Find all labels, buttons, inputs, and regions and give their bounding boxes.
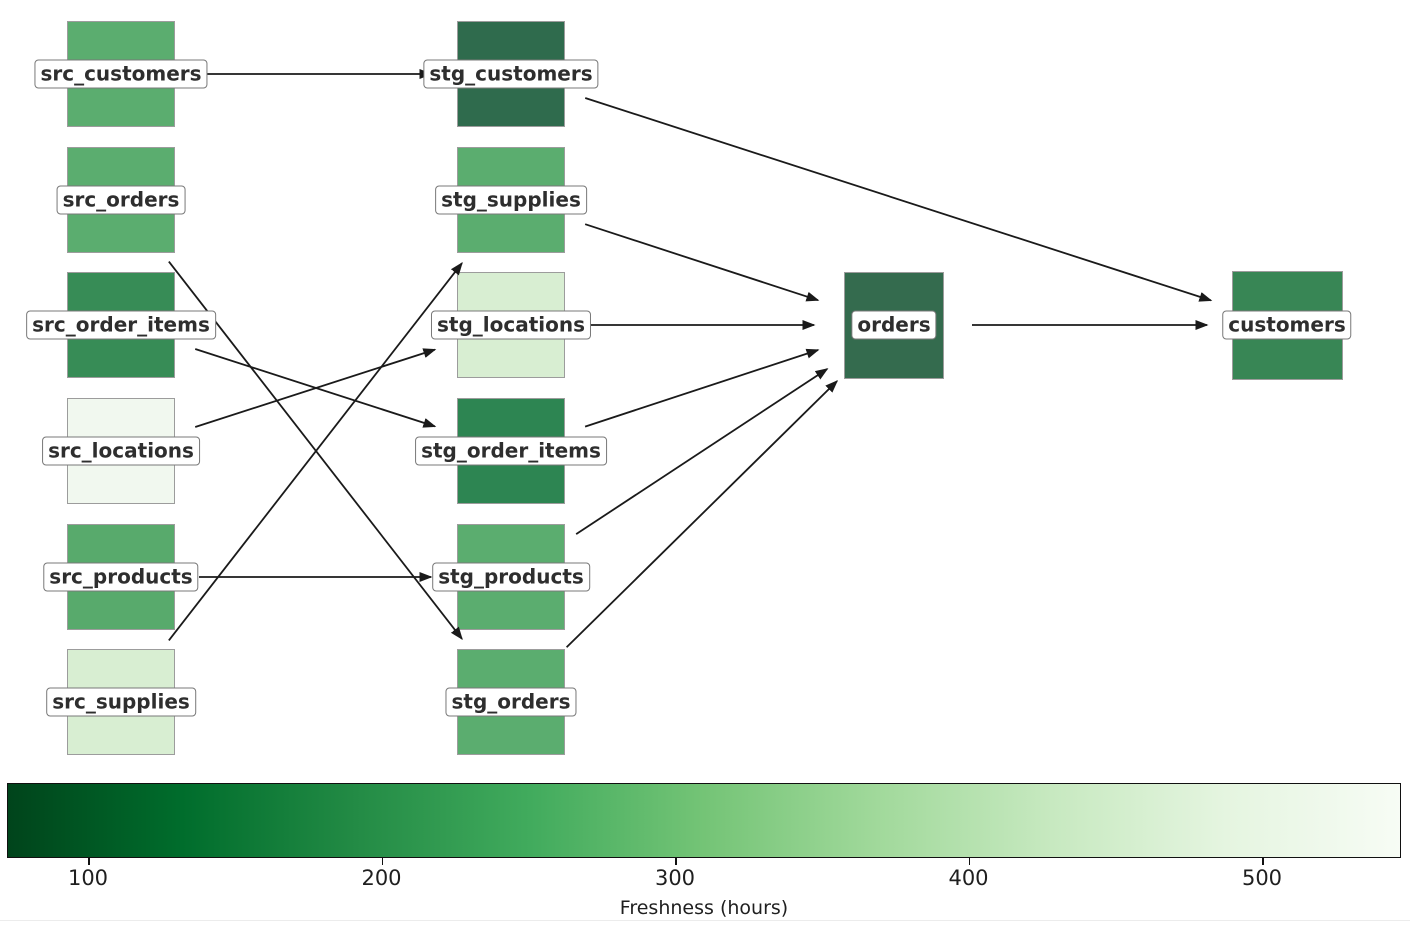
colorbar-tick — [968, 858, 971, 865]
node-label-src_supplies[interactable]: src_supplies — [46, 687, 196, 717]
colorbar-tick — [381, 858, 384, 865]
colorbar-gradient — [7, 783, 1401, 858]
colorbar-tick — [675, 858, 677, 865]
node-label-src_products[interactable]: src_products — [43, 562, 199, 592]
node-label-stg_supplies[interactable]: stg_supplies — [435, 185, 587, 215]
node-label-stg_locations[interactable]: stg_locations — [430, 310, 592, 340]
node-label-stg_order_items[interactable]: stg_order_items — [415, 436, 607, 466]
figure-bottom-divider — [0, 920, 1410, 921]
node-label-src_order_items[interactable]: src_order_items — [26, 310, 216, 340]
edge-src_orders-to-stg_orders — [168, 261, 463, 641]
node-label-stg_customers[interactable]: stg_customers — [423, 59, 599, 89]
node-label-src_orders[interactable]: src_orders — [56, 185, 186, 215]
colorbar-tick — [88, 858, 90, 865]
edge-stg_supplies-to-orders — [584, 223, 820, 302]
colorbar-tick-label: 400 — [948, 866, 989, 890]
colorbar-tick-label: 500 — [1241, 866, 1283, 890]
colorbar-axis-label: Freshness (hours) — [619, 897, 789, 919]
edge-src_supplies-to-stg_supplies — [168, 261, 463, 641]
colorbar-tick-label: 300 — [654, 866, 696, 890]
colorbar-tick-label: 200 — [361, 866, 402, 890]
colorbar-tick — [1262, 858, 1264, 865]
edge-stg_orders-to-orders — [565, 380, 839, 648]
node-label-orders[interactable]: orders — [851, 310, 937, 340]
edge-src_locations-to-stg_locations — [194, 348, 437, 428]
colorbar-tick-label: 100 — [67, 866, 109, 890]
node-label-stg_products[interactable]: stg_products — [432, 562, 590, 592]
edge-stg_customers-to-customers — [584, 97, 1213, 302]
edge-stg_order_items-to-orders — [584, 348, 820, 428]
edge-stg_products-to-orders — [575, 368, 829, 535]
node-label-src_customers[interactable]: src_customers — [34, 59, 208, 89]
node-label-stg_orders[interactable]: stg_orders — [445, 687, 577, 717]
node-label-customers[interactable]: customers — [1222, 310, 1352, 340]
node-label-src_locations[interactable]: src_locations — [42, 436, 200, 466]
